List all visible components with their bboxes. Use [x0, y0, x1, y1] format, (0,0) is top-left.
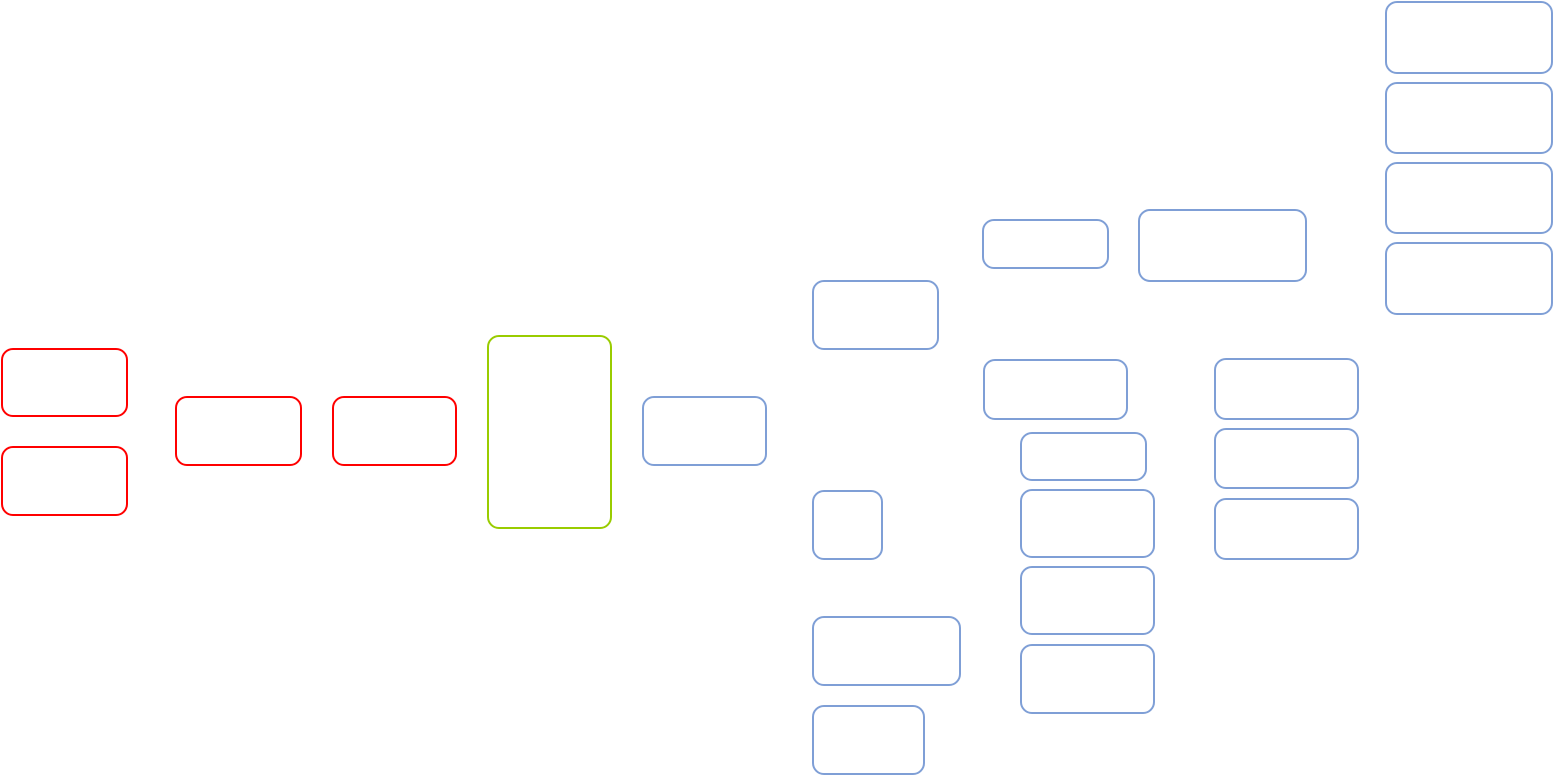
node-label	[1387, 3, 1551, 72]
node-label	[814, 707, 923, 773]
node-red-3[interactable]	[175, 396, 302, 466]
node-label	[1216, 430, 1357, 487]
node-blue-8[interactable]	[983, 359, 1128, 420]
node-blue-1[interactable]	[642, 396, 767, 466]
node-label	[1140, 211, 1305, 280]
node-blue-6[interactable]	[982, 219, 1109, 269]
node-label	[177, 398, 300, 464]
node-label	[1022, 568, 1153, 633]
node-blue-5[interactable]	[812, 705, 925, 775]
node-label	[1216, 360, 1357, 418]
node-blue-7[interactable]	[1138, 209, 1307, 282]
node-label	[3, 448, 126, 514]
node-label	[1387, 84, 1551, 152]
node-label	[814, 618, 959, 684]
node-label	[334, 398, 455, 464]
node-blue-14[interactable]	[1214, 428, 1359, 489]
node-label	[1387, 164, 1551, 232]
node-label	[985, 361, 1126, 418]
node-blue-17[interactable]	[1385, 82, 1553, 154]
node-blue-19[interactable]	[1385, 242, 1553, 315]
node-blue-12[interactable]	[1020, 644, 1155, 714]
node-label	[814, 492, 881, 558]
node-red-2[interactable]	[1, 446, 128, 516]
node-red-4[interactable]	[332, 396, 457, 466]
node-label	[644, 398, 765, 464]
node-blue-13[interactable]	[1214, 358, 1359, 420]
node-label	[1387, 244, 1551, 313]
node-label	[1022, 491, 1153, 556]
node-blue-2[interactable]	[812, 280, 939, 350]
node-label	[984, 221, 1107, 267]
node-label	[1022, 646, 1153, 712]
node-blue-3[interactable]	[812, 490, 883, 560]
node-blue-10[interactable]	[1020, 489, 1155, 558]
node-label	[489, 337, 610, 527]
node-blue-15[interactable]	[1214, 498, 1359, 560]
node-label	[3, 350, 126, 415]
node-blue-9[interactable]	[1020, 432, 1147, 481]
node-blue-16[interactable]	[1385, 1, 1553, 74]
node-label	[814, 282, 937, 348]
node-red-1[interactable]	[1, 348, 128, 417]
node-blue-11[interactable]	[1020, 566, 1155, 635]
node-label	[1216, 500, 1357, 558]
node-central-green[interactable]	[487, 335, 612, 529]
node-blue-4[interactable]	[812, 616, 961, 686]
node-label	[1022, 434, 1145, 479]
node-blue-18[interactable]	[1385, 162, 1553, 234]
